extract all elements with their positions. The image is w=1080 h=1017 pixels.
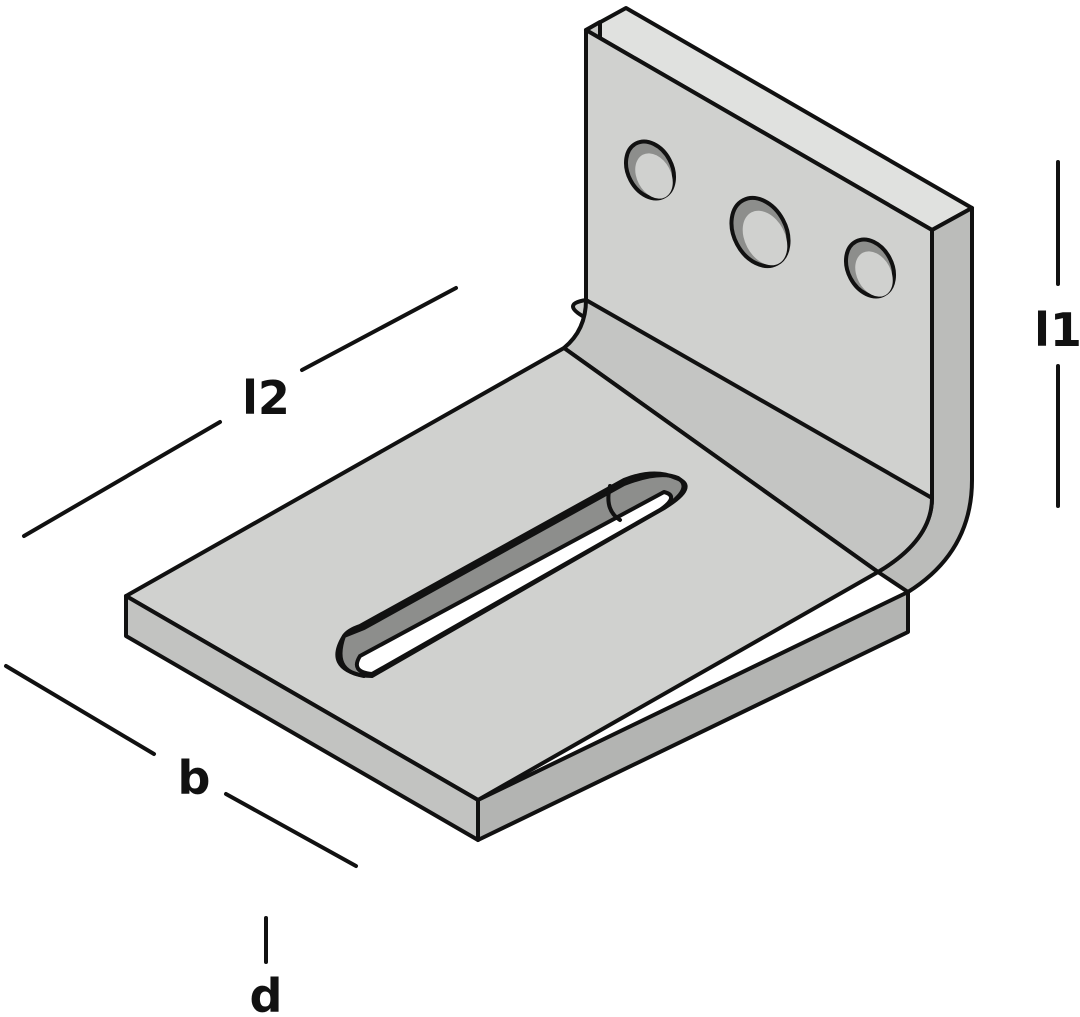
l2-dimension-line-lower [22, 420, 222, 538]
d-label: d [250, 969, 283, 1017]
l2-label: l2 [242, 371, 290, 425]
slot [335, 471, 688, 678]
hole-3 [844, 237, 896, 299]
bracket-drawing [124, 6, 974, 842]
hole-2 [729, 195, 791, 269]
l2-dimension-line-upper [300, 286, 458, 372]
b-dimension-line-lower [224, 792, 358, 868]
hole-1 [624, 139, 676, 201]
dimension-lines [4, 160, 1060, 964]
l1-label: l1 [1034, 303, 1080, 357]
b-label: b [178, 751, 211, 805]
horizontal-flange-right-edge [476, 590, 910, 842]
bend-fillet [562, 298, 934, 574]
b-dimension-line-upper [4, 664, 156, 756]
